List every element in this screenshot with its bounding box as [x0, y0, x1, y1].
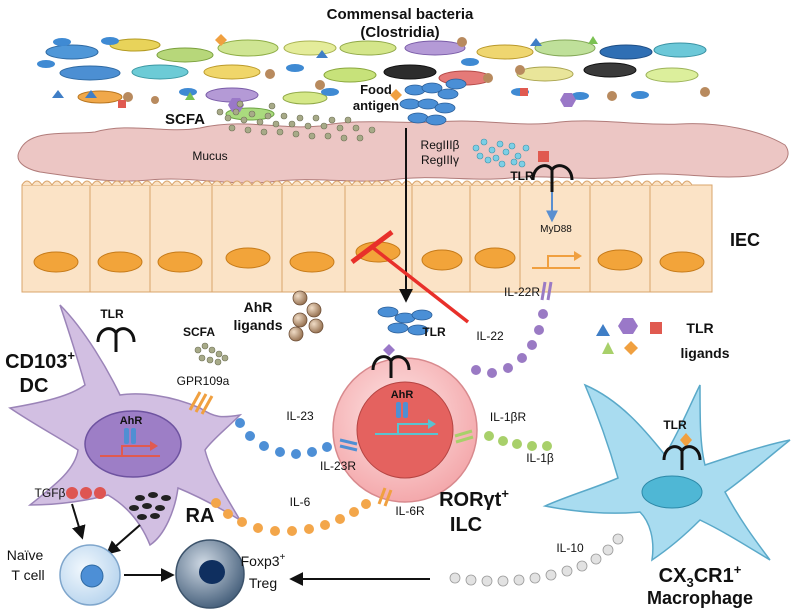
treg-label-line2: Treg [249, 575, 277, 591]
il22-label: IL-22 [476, 329, 504, 343]
ra-arrow [105, 524, 141, 555]
il1b-dots [484, 431, 552, 451]
ahr-ligands-line1: AhR [244, 299, 273, 315]
il22r-label: IL-22R [504, 285, 540, 299]
tlr-ligand-shapes [596, 318, 662, 355]
tgfb-label: TGFβ [35, 486, 66, 500]
ilc-label-line2: ILC [450, 514, 482, 536]
food-antigen-particles [399, 78, 467, 126]
dc-label-line2: DC [20, 375, 49, 397]
regiii-particles [472, 138, 530, 168]
mucus-layer [17, 120, 789, 184]
dc-ahr-label: AhR [120, 415, 143, 427]
il10-dots [449, 533, 624, 587]
iec-label: IEC [730, 230, 760, 250]
cx3cr1-macrophage [542, 383, 791, 562]
mac-tlr-label: TLR [663, 418, 687, 432]
mucus-label: Mucus [192, 149, 227, 163]
il1b-label: IL-1β [526, 451, 554, 465]
il22-dots [471, 309, 548, 378]
il6-label: IL-6 [290, 495, 311, 509]
naive-label-line1: Naïve [7, 547, 44, 563]
il23-dots [235, 418, 332, 459]
il6-dots [211, 498, 371, 536]
commensal-bacteria-layer [37, 34, 710, 121]
reg3b-label: RegIIIβ [421, 138, 460, 152]
il6r-label: IL-6R [395, 504, 425, 518]
dc-label-line1: CD103+ [5, 348, 75, 373]
gpr109a-label: GPR109a [177, 374, 230, 388]
food-antigen-line1: Food [360, 82, 392, 97]
ra-label: RA [186, 505, 215, 527]
cd103-dc-cell [8, 304, 243, 547]
naive-label-line2: T cell [11, 567, 44, 583]
il22r-receptor [540, 281, 553, 301]
dc-scfa-label: SCFA [183, 325, 215, 339]
bacteria-title-line1: Commensal bacteria [327, 6, 474, 23]
dc-tlr-label: TLR [100, 307, 124, 321]
food-antigen-path [350, 128, 470, 336]
tlr-ligands-line1: TLR [686, 320, 713, 336]
treg-cell [175, 539, 245, 609]
ra-particles [129, 492, 171, 520]
mac-label-line1: CX3CR1+ [659, 562, 742, 590]
ahr-ligands-line2: ligands [233, 317, 282, 333]
il23-label: IL-23 [286, 409, 314, 423]
tgfb-dots [66, 487, 106, 499]
il23r-label: IL-23R [320, 459, 356, 473]
ilc-label-line1: RORγt+ [439, 486, 509, 511]
tgfb-arrow [71, 503, 86, 540]
ahr-ligand-beads [288, 290, 324, 342]
treg-label-line1: Foxp3+ [241, 552, 286, 569]
rorgt-ilc-cell [332, 344, 478, 507]
il1br-label: IL-1βR [490, 410, 527, 424]
iec-tlr-receptor [531, 151, 574, 223]
ilc-tlr-label: TLR [422, 325, 446, 339]
scfa-particles [216, 100, 376, 142]
food-antigen-line2: antigen [353, 98, 399, 113]
scfa-top-label: SCFA [165, 111, 205, 128]
tlr-ligands-line2: ligands [680, 345, 729, 361]
bacteria-title-line2: (Clostridia) [360, 24, 439, 41]
mac-label-line2: Macrophage [647, 588, 753, 608]
iec-layer [21, 180, 713, 293]
il10-label: IL-10 [556, 541, 584, 555]
reg3g-label: RegIIIγ [421, 153, 459, 167]
dc-scfa-particles [194, 342, 229, 366]
naive-t-cell [59, 544, 121, 606]
ilc-ahr-label: AhR [391, 389, 414, 401]
iec-tlr-label: TLR [510, 169, 534, 183]
myd88-label: MyD88 [540, 224, 572, 235]
